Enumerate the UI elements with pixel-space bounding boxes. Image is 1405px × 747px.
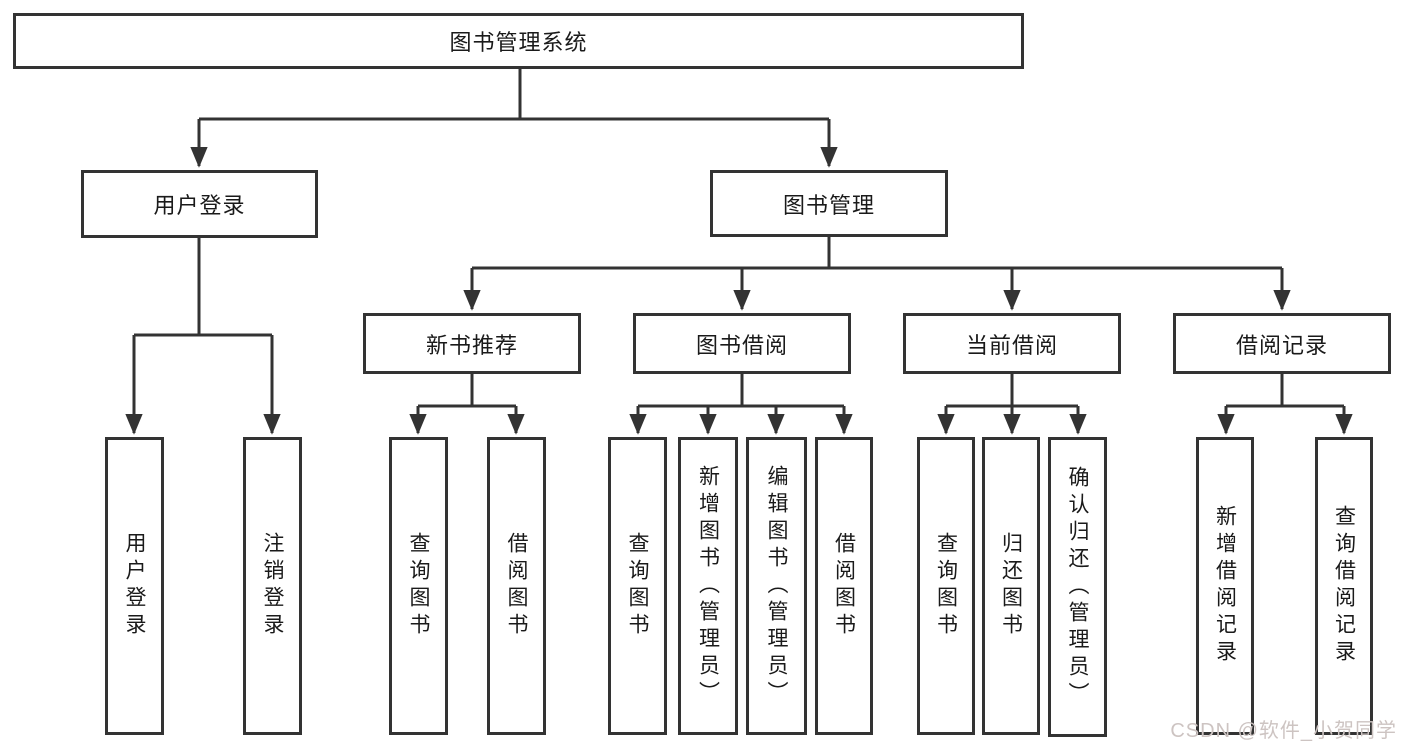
node-borrow-records: 借阅记录 xyxy=(1173,313,1391,374)
leaf-borrow-books-2-label: 借阅图书 xyxy=(832,532,856,640)
leaf-query-books-3-label: 查询图书 xyxy=(934,532,958,640)
leaf-confirm-return-admin: 确认归还（管理员） xyxy=(1048,437,1107,737)
node-user-login: 用户登录 xyxy=(81,170,318,238)
leaf-query-books-3: 查询图书 xyxy=(917,437,975,735)
node-borrow-records-label: 借阅记录 xyxy=(1235,332,1328,358)
leaf-logout-login: 注销登录 xyxy=(243,437,302,735)
node-root-label: 图书管理系统 xyxy=(449,30,588,55)
leaf-query-books-2: 查询图书 xyxy=(608,437,667,735)
leaf-edit-book-admin-label: 编辑图书（管理员） xyxy=(765,464,788,708)
leaf-borrow-books-2: 借阅图书 xyxy=(815,437,873,735)
node-book-management: 图书管理 xyxy=(710,170,948,237)
leaf-add-borrow-record: 新增借阅记录 xyxy=(1196,437,1254,735)
leaf-query-books-1-label: 查询图书 xyxy=(407,532,430,640)
leaf-query-books-2-label: 查询图书 xyxy=(626,532,649,640)
leaf-user-login-label: 用户登录 xyxy=(123,532,146,640)
node-root: 图书管理系统 xyxy=(13,13,1024,69)
leaf-query-borrow-record-label: 查询借阅记录 xyxy=(1332,505,1356,667)
node-book-management-label: 图书管理 xyxy=(782,192,875,218)
leaf-add-book-admin: 新增图书（管理员） xyxy=(678,437,738,735)
node-book-borrow-label: 图书借阅 xyxy=(695,332,788,358)
node-new-book-recommend: 新书推荐 xyxy=(363,313,581,374)
leaf-add-borrow-record-label: 新增借阅记录 xyxy=(1213,505,1237,667)
leaf-add-book-admin-label: 新增图书（管理员） xyxy=(696,464,720,708)
leaf-confirm-return-admin-label: 确认归还（管理员） xyxy=(1066,465,1089,709)
node-current-borrow: 当前借阅 xyxy=(903,313,1121,374)
leaf-return-books-label: 归还图书 xyxy=(999,532,1023,640)
node-user-login-label: 用户登录 xyxy=(153,193,246,218)
leaf-borrow-books-1: 借阅图书 xyxy=(487,437,546,735)
leaf-borrow-books-1-label: 借阅图书 xyxy=(505,532,528,640)
watermark: CSDN @软件_小贺同学 xyxy=(1170,720,1397,742)
node-book-borrow: 图书借阅 xyxy=(633,313,851,374)
leaf-query-books-1: 查询图书 xyxy=(389,437,448,735)
leaf-logout-login-label: 注销登录 xyxy=(261,532,284,640)
leaf-user-login: 用户登录 xyxy=(105,437,164,735)
leaf-return-books: 归还图书 xyxy=(982,437,1040,735)
leaf-query-borrow-record: 查询借阅记录 xyxy=(1315,437,1373,735)
node-current-borrow-label: 当前借阅 xyxy=(965,332,1058,358)
node-new-book-recommend-label: 新书推荐 xyxy=(425,332,518,358)
leaf-edit-book-admin: 编辑图书（管理员） xyxy=(746,437,807,735)
